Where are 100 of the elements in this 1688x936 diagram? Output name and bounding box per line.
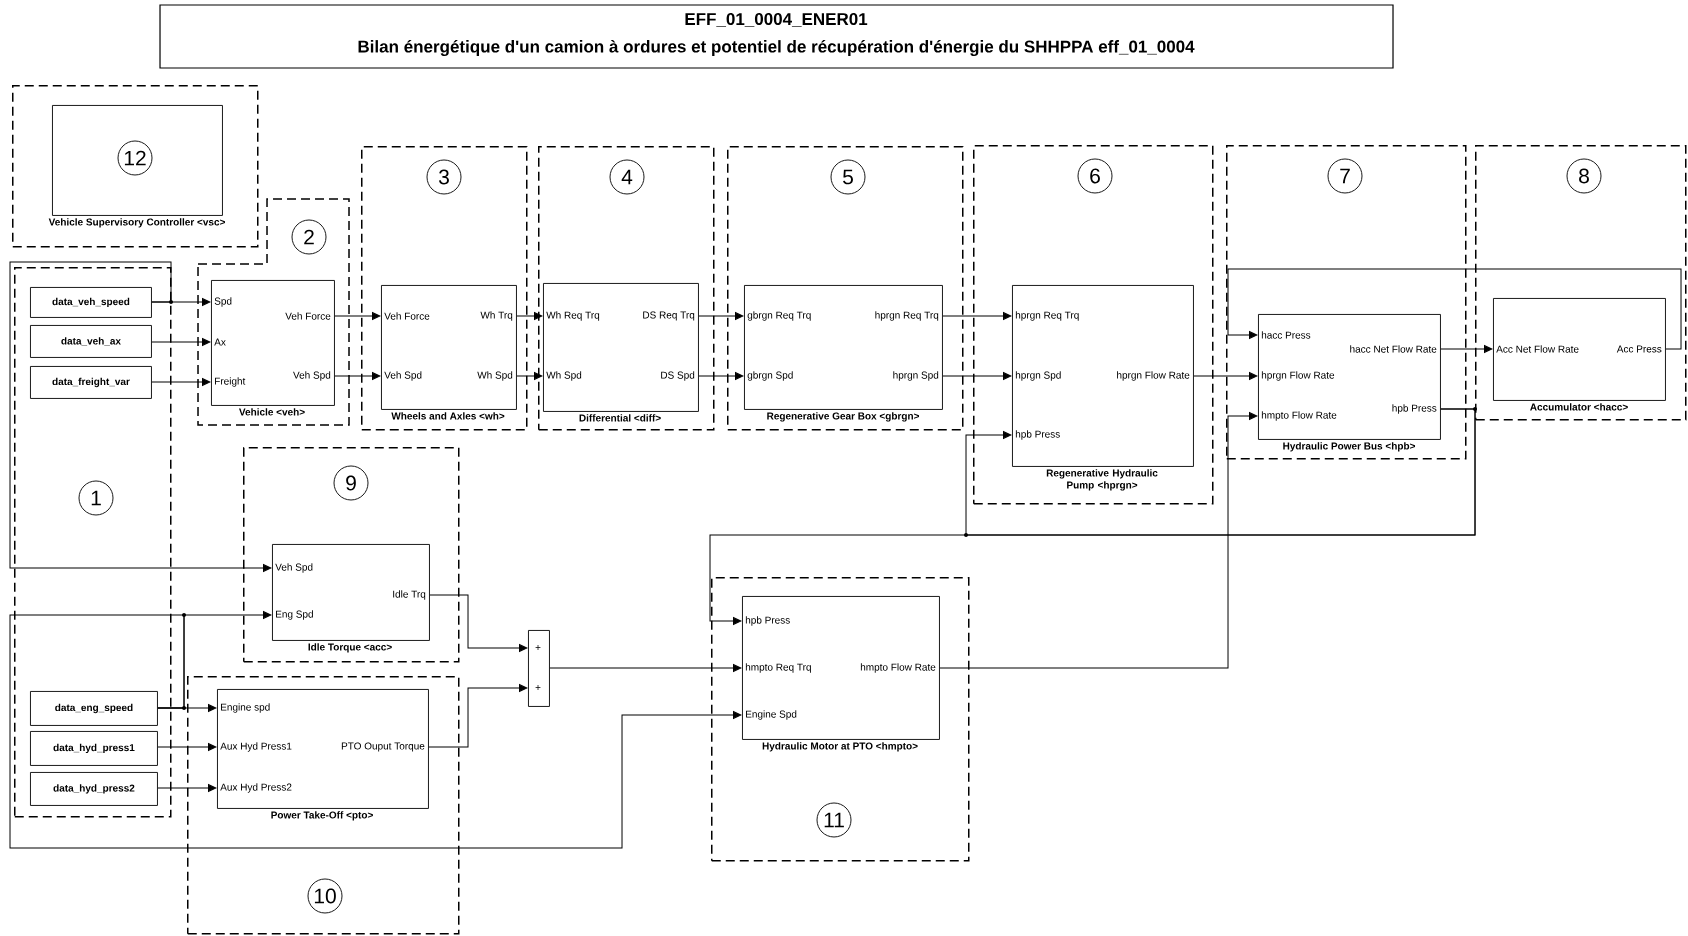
signal-line: [516, 372, 543, 380]
port-label: hprgn Spd: [893, 371, 939, 381]
port-label: PTO Ouput Torque: [341, 742, 425, 752]
circled-number: 6: [1077, 158, 1113, 194]
signal-line: [334, 372, 381, 380]
port-label: hpb Press: [745, 616, 790, 626]
port-label: Engine spd: [221, 703, 270, 713]
group-frame: [197, 198, 350, 426]
circled-number: 10: [307, 878, 343, 914]
port-label: hprgn Flow Rate: [1261, 371, 1335, 381]
signal-line: [942, 372, 1012, 380]
port-label: hprgn Req Trq: [1015, 311, 1079, 321]
circled-number: 1: [78, 480, 114, 516]
block-title: Accumulator <hacc>: [1530, 403, 1628, 411]
block-title: Power Take-Off <pto>: [271, 811, 373, 821]
port-label: Veh Force: [384, 312, 430, 320]
port-label: gbrgn Req Trq: [747, 311, 811, 321]
signal-line: [698, 312, 744, 320]
port-label: Veh Spd: [384, 371, 422, 381]
block-title: Idle Torque <acc>: [308, 643, 392, 653]
block-title: Regenerative Gear Box <gbrgn>: [767, 412, 919, 422]
block-title: Hydraulic Power Bus <hpb>: [1283, 442, 1415, 452]
circled-number: 3: [426, 159, 462, 195]
source-block: data_hyd_press1: [30, 731, 158, 766]
title-box: EFF_01_0004_ENER01 Bilan énergétique d'un camion à ordures et potentiel de récupération d'énergie du SHHPPA eff_01_0004: [159, 4, 1394, 69]
group-frame: [1475, 145, 1687, 421]
port-label: Aux Hyd Press2: [220, 783, 292, 793]
port-label: Freight: [215, 377, 246, 387]
signal-line: [939, 412, 1258, 669]
signal-line: [429, 594, 528, 652]
port-label: hmpto Flow Rate: [1261, 411, 1337, 421]
signal-line: [1193, 372, 1258, 380]
block-title: Differential <diff>: [579, 414, 661, 422]
signal-line: [698, 372, 744, 380]
block-title: Wheels and Axles <wh>: [391, 412, 505, 420]
signal-line: [9, 614, 742, 849]
group-frame: [727, 146, 964, 431]
port-label: Wh Req Trq: [546, 311, 600, 321]
port-label: Wh Spd: [477, 371, 513, 381]
port-label: DS Req Trq: [643, 311, 695, 321]
signal-line: [549, 664, 742, 672]
circled-number: 4: [609, 159, 645, 195]
signal-line: [709, 408, 1476, 625]
source-block: data_freight_var: [30, 366, 152, 399]
block-title: Regenerative Hydraulic Pump <hprgn>: [1046, 469, 1158, 491]
port-label: Veh Spd: [293, 371, 331, 381]
port-label: Wh Trq: [480, 311, 513, 321]
signal-line: [334, 312, 381, 320]
port-label: hpb Press: [1392, 404, 1437, 414]
port-label: hprgn Req Trq: [875, 311, 939, 321]
source-block: data_eng_speed: [30, 691, 158, 726]
signal-line: [942, 312, 1012, 320]
port-label: DS Spd: [661, 371, 695, 381]
block-title: Hydraulic Motor at PTO <hmpto>: [762, 742, 918, 752]
signal-line: [516, 312, 543, 320]
port-label: Wh Spd: [546, 371, 582, 381]
sum-block: + +: [528, 630, 550, 707]
port-label: Acc Net Flow Rate: [1496, 345, 1579, 353]
port-label: Spd: [214, 297, 232, 307]
signal-line: [1227, 268, 1682, 350]
signal-line: [1440, 345, 1493, 353]
source-block: data_hyd_press2: [30, 772, 158, 806]
circled-number: 8: [1566, 158, 1602, 194]
port-label: hacc Press: [1261, 331, 1311, 339]
port-label: Veh Force: [285, 312, 331, 320]
port-label: hmpto Req Trq: [745, 663, 811, 673]
circled-number: 5: [830, 159, 866, 195]
signal-line: [157, 743, 217, 751]
source-block: data_veh_speed: [30, 287, 152, 318]
group-frame: [1226, 145, 1467, 460]
port-label: hprgn Spd: [1015, 371, 1061, 381]
block-title: Vehicle Supervisory Controller <vsc>: [48, 218, 225, 228]
port-label: Veh Spd: [275, 563, 313, 573]
group-frame: [711, 577, 970, 862]
port-label: hpb Press: [1015, 430, 1060, 440]
source-block: data_veh_ax: [30, 325, 152, 358]
group-frame: [538, 146, 715, 431]
group-frame: [12, 85, 259, 248]
port-label: hmpto Flow Rate: [860, 663, 936, 673]
circled-number: 2: [291, 219, 327, 255]
circled-number: 11: [816, 802, 852, 838]
signal-line: [151, 338, 211, 346]
port-label: gbrgn Spd: [747, 371, 793, 381]
signal-line: [157, 784, 217, 792]
circled-number: 7: [1327, 158, 1363, 194]
group-frame: [361, 146, 528, 431]
port-label: Eng Spd: [276, 610, 313, 620]
signal-line: [151, 378, 211, 386]
circled-number: 12: [117, 140, 153, 176]
port-label: Acc Press: [1616, 345, 1662, 353]
group-frame: [243, 447, 460, 663]
port-label: Ax: [214, 338, 226, 346]
block-title: Vehicle <veh>: [239, 408, 305, 416]
group-frame: [14, 267, 172, 818]
port-label: hprgn Flow Rate: [1117, 371, 1190, 381]
port-label: hacc Net Flow Rate: [1350, 345, 1437, 353]
signal-line: [9, 261, 272, 572]
port-label: Aux Hyd Press1: [220, 742, 292, 752]
port-label: Idle Trq: [393, 590, 426, 600]
group-frame: [187, 676, 460, 935]
